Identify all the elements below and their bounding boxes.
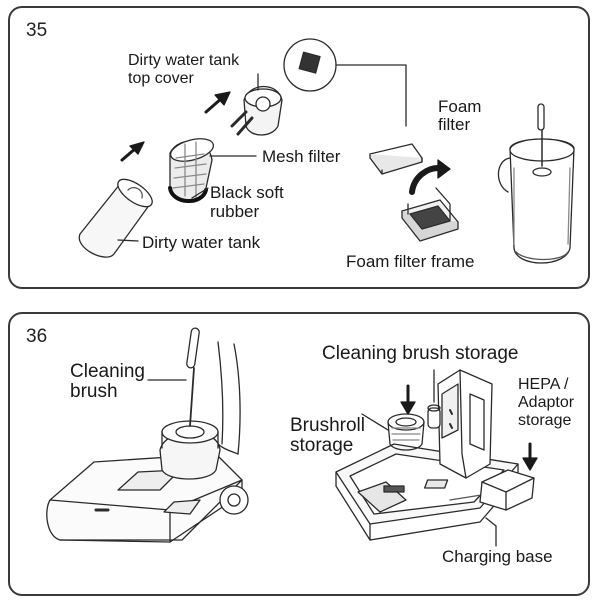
label-dirty-water-tank: Dirty water tank: [142, 233, 261, 252]
foam-filter-callout: [284, 39, 406, 126]
label-top-cover-line2: top cover: [128, 70, 194, 87]
label-foam-line1: Foam: [438, 97, 482, 116]
label-hepa-line2: Adaptor: [518, 394, 575, 411]
curved-arrow: [412, 160, 450, 192]
hepa-storage-drawing: [425, 470, 534, 510]
leader-lines: [362, 414, 496, 546]
label-charging-base: Charging base: [442, 547, 553, 566]
label-cleaning-brush-line2: brush: [70, 381, 118, 402]
label-foam-filter-frame: Foam filter frame: [346, 252, 475, 271]
label-top-cover-line1: Dirty water tank: [128, 52, 240, 69]
label-rubber-line1: Black soft: [210, 183, 284, 202]
brushroll-storage-drawing: [388, 414, 424, 450]
label-brushroll-storage-line1: Brushroll: [290, 415, 365, 436]
base-tower-drawing: [438, 370, 492, 478]
step-35-illustration: [10, 8, 588, 287]
storage-arrows: [401, 386, 537, 470]
label-hepa-line3: storage: [518, 412, 572, 429]
brush-storage-peg-drawing: [428, 370, 440, 428]
label-mesh-filter: Mesh filter: [262, 147, 341, 166]
mesh-filter-drawing: [168, 135, 256, 201]
foam-filter-drawing: [370, 144, 422, 174]
top-cover-drawing: [232, 74, 282, 135]
step-36-panel: 36: [8, 312, 590, 596]
label-cleaning-brush-line1: Cleaning: [70, 361, 145, 382]
label-foam-line2: filter: [438, 115, 471, 134]
floor-head-drawing: [47, 432, 248, 542]
step-number: 35: [26, 20, 48, 41]
step-35-panel: 35: [8, 6, 590, 289]
assembly-arrows: [122, 92, 230, 160]
label-hepa-line1: HEPA /: [518, 376, 569, 393]
foam-filter-frame-drawing: [402, 188, 458, 241]
step-36-illustration: [10, 314, 588, 594]
step-number: 36: [26, 326, 48, 347]
assembled-tank-drawing: [498, 104, 574, 263]
label-brushroll-storage-line2: storage: [290, 435, 354, 456]
label-cleaning-brush-storage: Cleaning brush storage: [322, 343, 519, 364]
label-rubber-line2: rubber: [210, 202, 260, 221]
dirty-water-tank-drawing: [79, 174, 156, 257]
upright-handle-drawing: [218, 342, 240, 454]
cleaning-brush-drawing: [148, 328, 200, 426]
